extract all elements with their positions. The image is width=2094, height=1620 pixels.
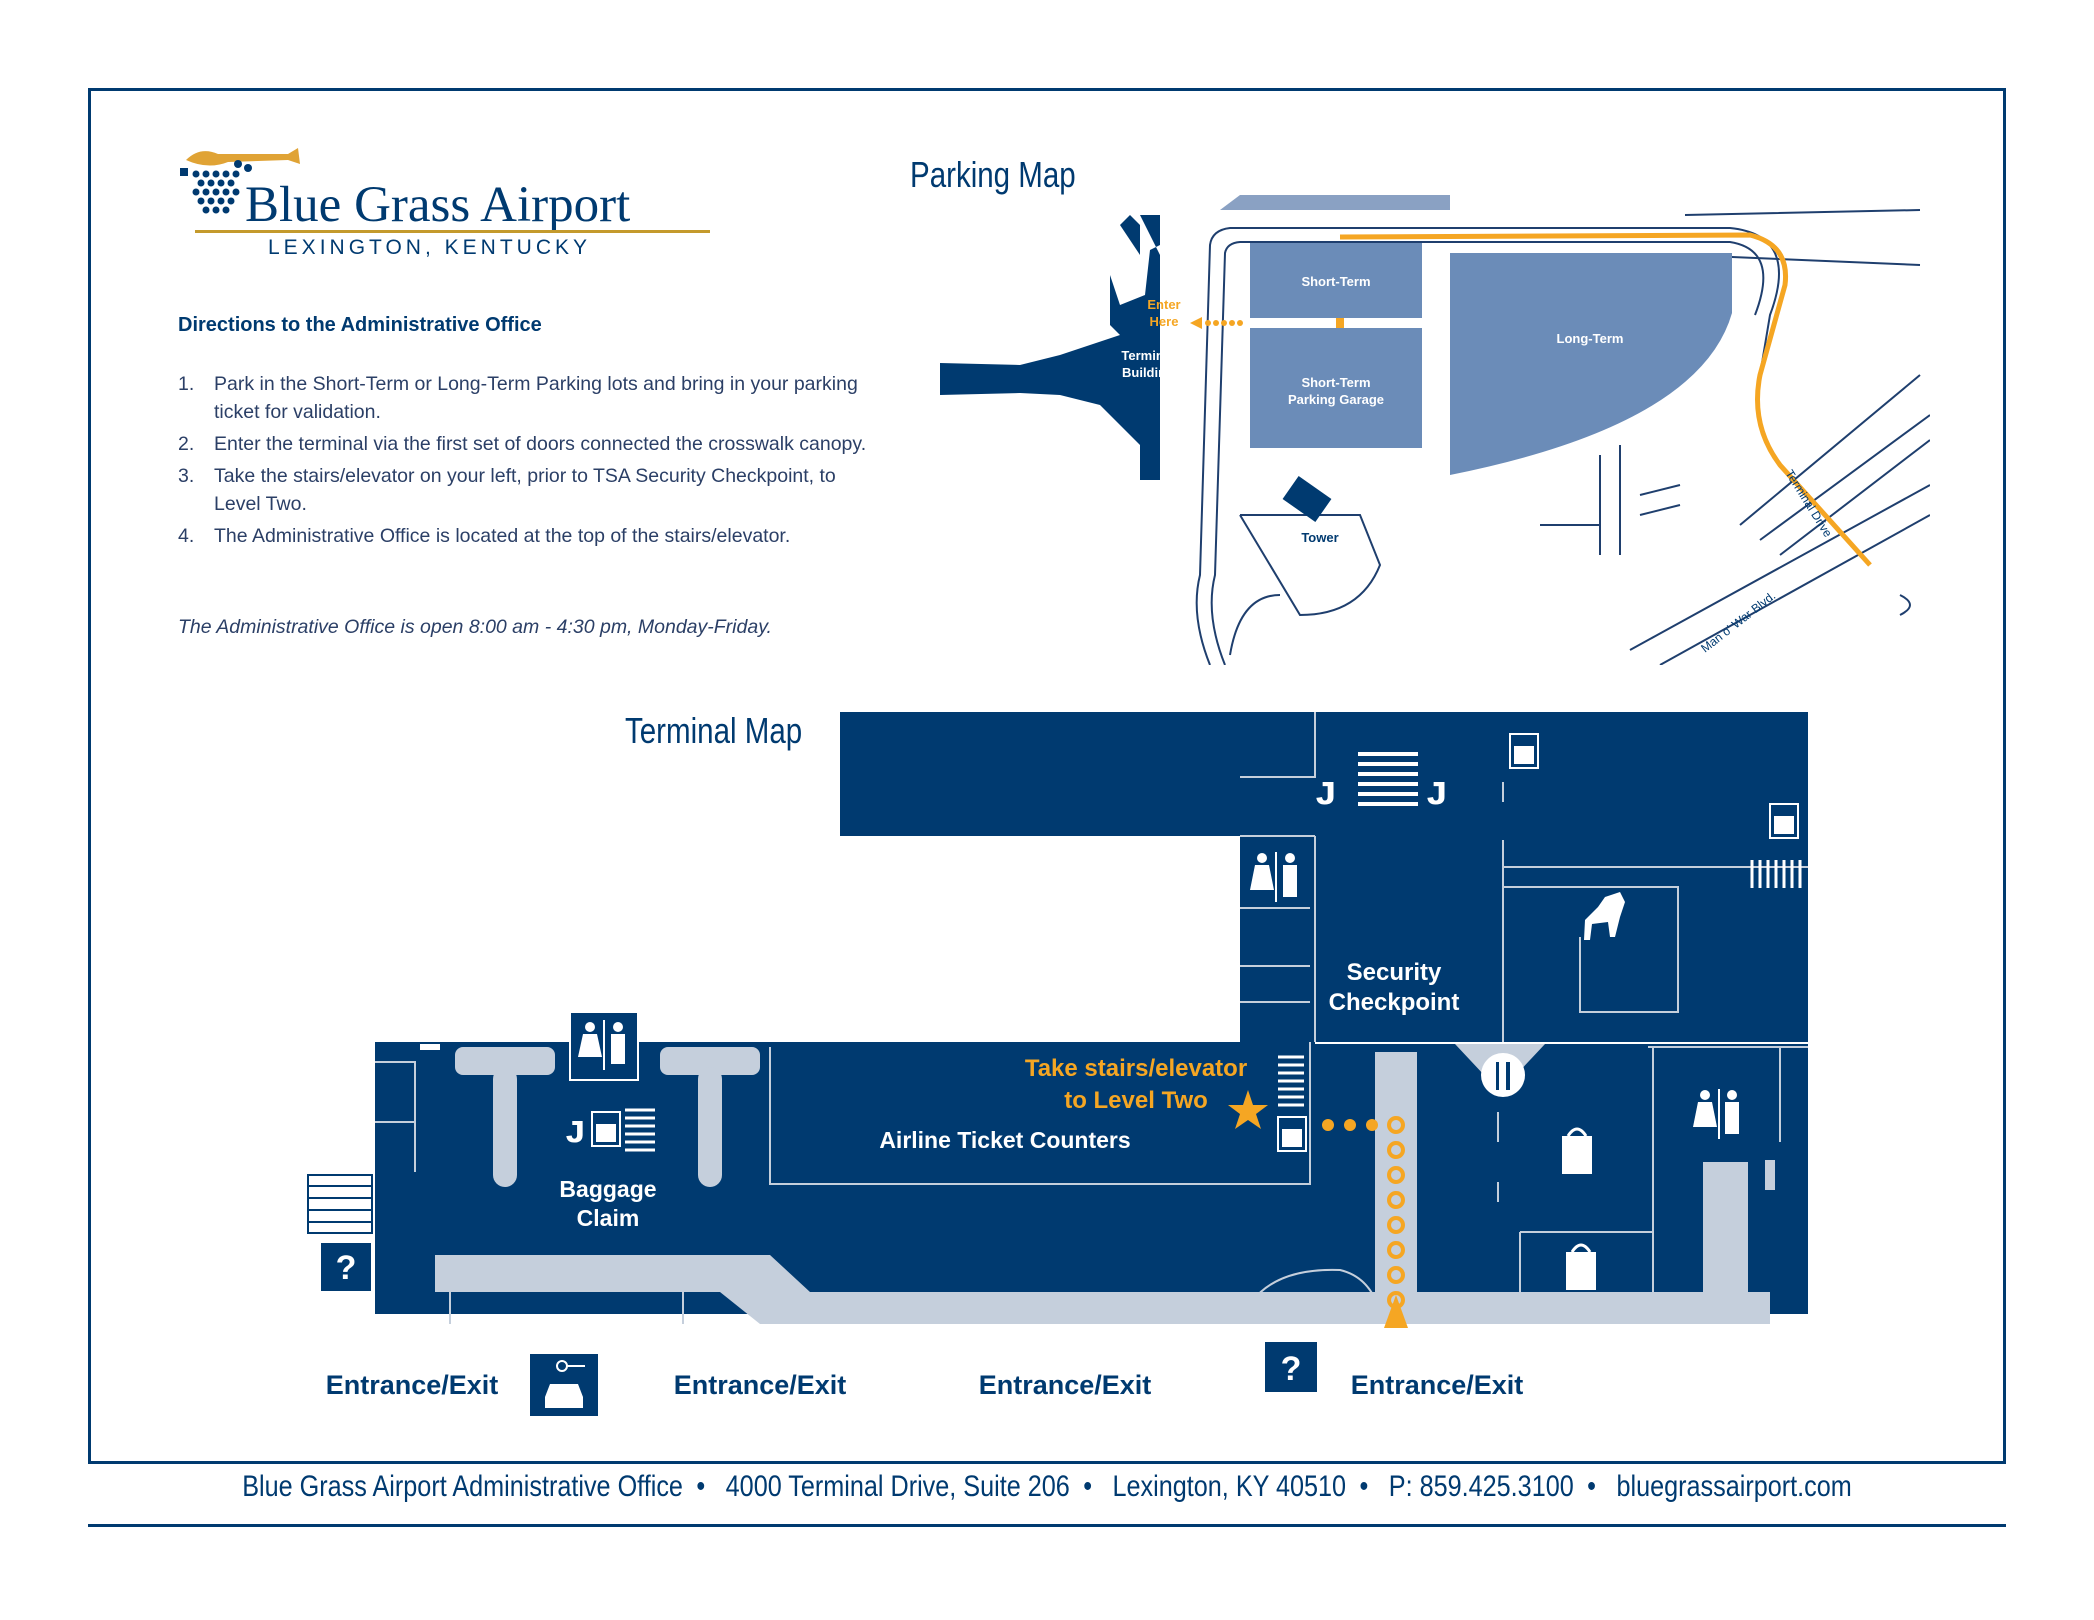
- footer-office: Blue Grass Airport Administrative Office: [242, 1470, 683, 1503]
- stairs-icon: [1278, 1055, 1304, 1107]
- airline-counters-label: Airline Ticket Counters: [879, 1127, 1130, 1153]
- rental-car-icon: [530, 1354, 598, 1416]
- office-hours: The Administrative Office is open 8:00 a…: [178, 616, 772, 638]
- baggage-label-1: Baggage: [559, 1176, 656, 1202]
- entrance-label: Entrance/Exit: [326, 1370, 499, 1400]
- logo-divider: [195, 230, 710, 233]
- stairs-icon: [1358, 752, 1418, 806]
- baggage-label-2: Claim: [577, 1205, 640, 1231]
- direction-step: 3.Take the stairs/elevator on your left,…: [178, 465, 836, 515]
- entrance-label: Entrance/Exit: [1351, 1370, 1524, 1400]
- short-term-label: Short-Term: [1301, 274, 1370, 289]
- shopping-icon: [1562, 1127, 1592, 1174]
- man-o-war-label: Man o' War Blvd.: [1698, 589, 1778, 656]
- escalator-icon: ᴊ: [1315, 766, 1336, 813]
- parking-map-title: Parking Map: [910, 154, 1076, 195]
- stairs-icon: [625, 1108, 655, 1152]
- building-label: Building: [1122, 365, 1174, 380]
- direction-step: 2.Enter the terminal via the first set o…: [178, 433, 867, 455]
- shopping-icon: [1566, 1243, 1596, 1290]
- svg-text:?: ?: [336, 1249, 357, 1287]
- stairs-icon: [1750, 860, 1802, 888]
- elevator-icon: [1277, 1116, 1307, 1152]
- escalator-icon: ᴊ: [1426, 766, 1447, 813]
- terminal-label: Terminal: [1121, 348, 1174, 363]
- escalator-icon: ᴊ: [565, 1107, 585, 1151]
- elevator-icon: [1769, 803, 1799, 839]
- footer-address: 4000 Terminal Drive, Suite 206: [725, 1470, 1070, 1503]
- terminal-map-title: Terminal Map: [625, 710, 803, 751]
- garage-label-2: Parking Garage: [1288, 392, 1384, 407]
- tower-building: [1282, 476, 1332, 522]
- footer-website-link[interactable]: bluegrassairport.com: [1616, 1470, 1852, 1503]
- short-term-lot: [1250, 243, 1422, 318]
- dining-icon: [1481, 1053, 1525, 1097]
- parking-map: Enter Here Terminal Building Short-Term …: [940, 195, 1930, 665]
- here-label: Here: [1150, 314, 1179, 329]
- directions-list: 1.Park in the Short-Term or Long-Term Pa…: [178, 370, 878, 554]
- elevator-icon: [1509, 733, 1539, 769]
- information-icon: ?: [1265, 1342, 1317, 1392]
- short-term-garage: [1250, 328, 1422, 448]
- entrance-label: Entrance/Exit: [979, 1370, 1152, 1400]
- service-animal-icon: [1584, 892, 1625, 940]
- svg-text:?: ?: [1281, 1350, 1302, 1388]
- entrance-label: Entrance/Exit: [674, 1370, 847, 1400]
- airport-location: LEXINGTON, KENTUCKY: [268, 236, 591, 259]
- restroom-icon: [1693, 1089, 1739, 1139]
- security-label-2: Checkpoint: [1329, 989, 1460, 1016]
- take-stairs-label-1: Take stairs/elevator: [1025, 1055, 1247, 1082]
- direction-step: 1.Park in the Short-Term or Long-Term Pa…: [178, 373, 858, 423]
- airport-name: Blue Grass Airport: [245, 177, 631, 233]
- star-icon: [1228, 1090, 1268, 1129]
- enter-label: Enter: [1147, 297, 1180, 312]
- footer-divider: [88, 1524, 2006, 1527]
- page-frame: [88, 88, 2006, 1464]
- information-icon: [319, 1241, 373, 1293]
- footer-phone[interactable]: P: 859.425.3100: [1388, 1470, 1574, 1503]
- terminal-map: ? ᴊ ᴊ ᴊ: [307, 712, 1808, 1416]
- elevator-icon: [591, 1111, 621, 1147]
- security-label-1: Security: [1347, 959, 1442, 986]
- airport-logo: [180, 148, 300, 214]
- direction-step: 4.The Administrative Office is located a…: [178, 525, 791, 547]
- stairs-icon: [307, 1174, 373, 1234]
- restroom-icon: [569, 1011, 639, 1081]
- terminal-drive-label: Terminal Drive: [1782, 467, 1835, 540]
- long-term-label: Long-Term: [1557, 331, 1624, 346]
- restroom-icon: [1250, 852, 1297, 902]
- tower-label: Tower: [1301, 530, 1338, 545]
- footer-city: Lexington, KY 40510: [1112, 1470, 1347, 1503]
- long-term-lot: [1450, 253, 1732, 475]
- take-stairs-label-2: to Level Two: [1064, 1087, 1208, 1114]
- directions-title: Directions to the Administrative Office: [178, 314, 542, 336]
- footer-contact: Blue Grass Airport Administrative Office…: [242, 1470, 1852, 1503]
- garage-label-1: Short-Term: [1301, 375, 1370, 390]
